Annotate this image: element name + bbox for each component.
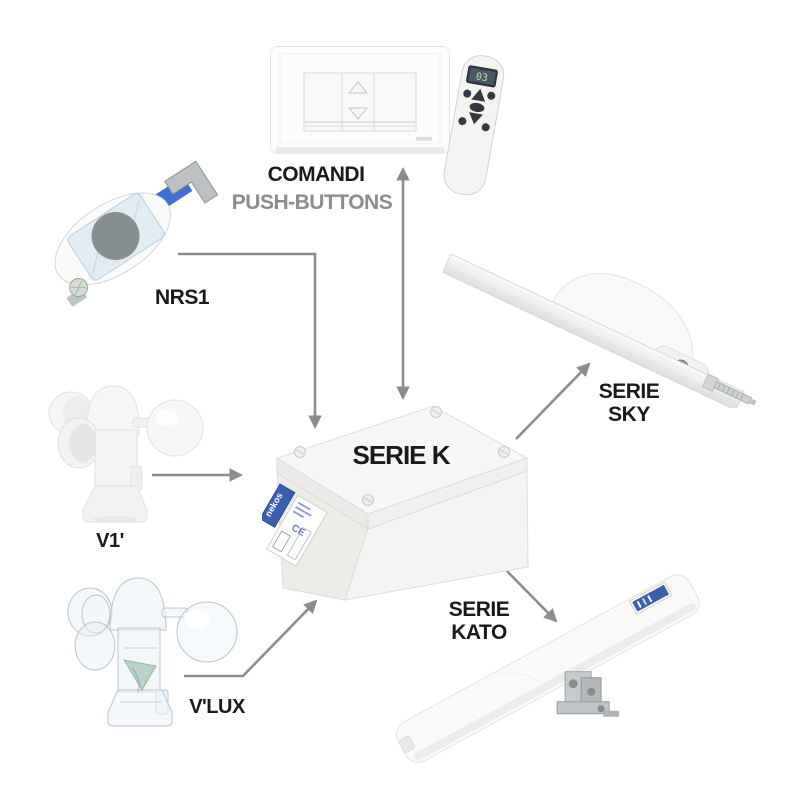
serie-sky-label-line1: SERIE xyxy=(598,380,660,403)
up-arrow-button-icon xyxy=(347,81,369,94)
push-buttons-label: PUSH-BUTTONS xyxy=(231,191,393,214)
vlux-light-sensor-image xyxy=(67,577,238,727)
v1-label: V1' xyxy=(96,530,124,552)
serie-kato-label-line1: SERIE xyxy=(448,598,510,621)
down-arrow-button-icon xyxy=(347,107,369,120)
serie-kato-label: SERIE KATO xyxy=(449,598,510,644)
v1-wind-sensor-image xyxy=(48,385,204,523)
nrs1-sensor-image xyxy=(54,160,219,307)
serie-kato-label-line2: KATO xyxy=(451,621,507,645)
box-side-label: nekos CE xyxy=(262,483,328,567)
comandi-label: COMANDI xyxy=(267,163,365,186)
serie-sky-label: SERIE SKY xyxy=(599,380,660,426)
nrs1-label: NRS1 xyxy=(154,286,210,309)
serie-kato-actuator-image xyxy=(395,574,700,763)
kato-blue-label xyxy=(628,581,673,616)
vlux-label: V'LUX xyxy=(189,696,245,718)
nrs1-sensor-disc xyxy=(91,212,140,261)
serie-k-control-box-image: nekos CE xyxy=(262,405,529,601)
lid-screws xyxy=(294,406,510,506)
remote-display-value: 03 xyxy=(475,71,489,84)
remote-buttons xyxy=(458,88,496,132)
kato-mounting-bracket xyxy=(556,671,620,717)
serie-sky-label-line2: SKY xyxy=(608,403,650,427)
serie-k-label: SERIE K xyxy=(352,440,450,470)
wall-switch-image xyxy=(270,46,450,154)
sky-threaded-rod xyxy=(713,380,757,406)
serie-sky-actuator-image xyxy=(443,253,757,408)
remote-control-image: 03 xyxy=(443,55,505,196)
